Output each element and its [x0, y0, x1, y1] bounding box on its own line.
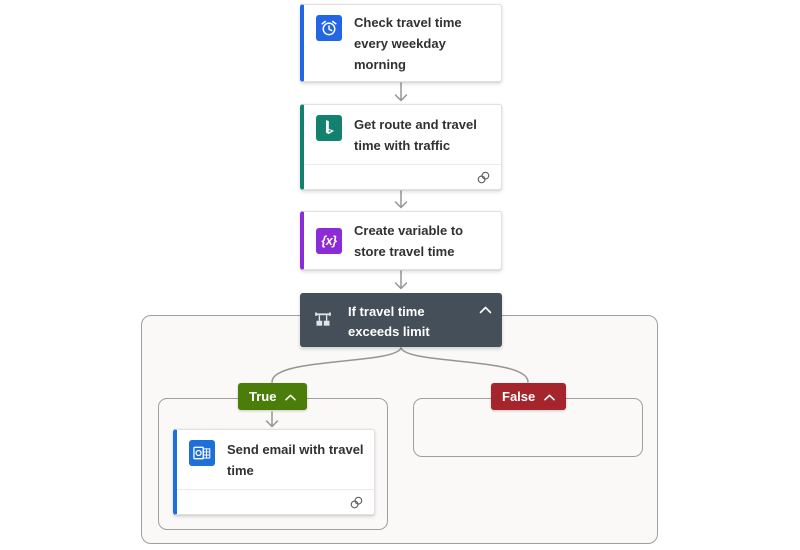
- route-card-body: Get route and travel time with traffic: [304, 105, 501, 164]
- action-card-create-variable[interactable]: {x} Create variable to store travel time: [300, 211, 502, 270]
- chevron-up-icon[interactable]: [285, 389, 297, 404]
- chevron-up-icon[interactable]: [479, 306, 492, 314]
- true-branch-label[interactable]: True: [238, 383, 308, 410]
- action-card-send-email[interactable]: Send email with travel time: [173, 429, 375, 515]
- trigger-card-body: Check travel time every weekday morning: [304, 5, 501, 81]
- trigger-card-title: Check travel time every weekday morning: [354, 14, 462, 72]
- condition-card-title: If travel time exceeds limit: [348, 304, 430, 339]
- arrow-down-route-to-variable: [394, 190, 408, 209]
- variable-card-body: {x} Create variable to store travel time: [304, 212, 501, 269]
- trigger-card-check-travel-time[interactable]: Check travel time every weekday morning: [300, 4, 502, 82]
- connection-icon[interactable]: [476, 170, 491, 185]
- email-card-body: Send email with travel time: [177, 430, 374, 489]
- arrow-down-trigger-to-route: [394, 82, 408, 102]
- route-card-title: Get route and travel time with traffic: [354, 116, 477, 153]
- variable-braces-icon: {x}: [316, 227, 342, 254]
- email-card-title: Send email with travel time: [227, 441, 364, 478]
- route-card-footer: [304, 164, 501, 189]
- chevron-up-icon[interactable]: [544, 389, 555, 404]
- variable-card-title: Create variable to store travel time: [354, 222, 464, 259]
- true-branch-label-text: True: [249, 389, 277, 404]
- recurrence-alarm-clock-icon: [316, 15, 342, 41]
- arrow-down-variable-to-condition: [394, 270, 408, 290]
- false-branch-label-text: False: [502, 389, 536, 404]
- action-card-get-route[interactable]: Get route and travel time with traffic: [300, 104, 502, 190]
- condition-card[interactable]: If travel time exceeds limit: [300, 293, 502, 347]
- false-branch-label[interactable]: False: [491, 383, 567, 410]
- variable-glyph: {x}: [321, 233, 337, 248]
- condition-branch-icon: [312, 309, 336, 331]
- connection-icon[interactable]: [349, 495, 364, 510]
- email-card-footer: [177, 489, 374, 514]
- outlook-mail-icon: [189, 440, 215, 466]
- bing-maps-icon: [316, 115, 342, 141]
